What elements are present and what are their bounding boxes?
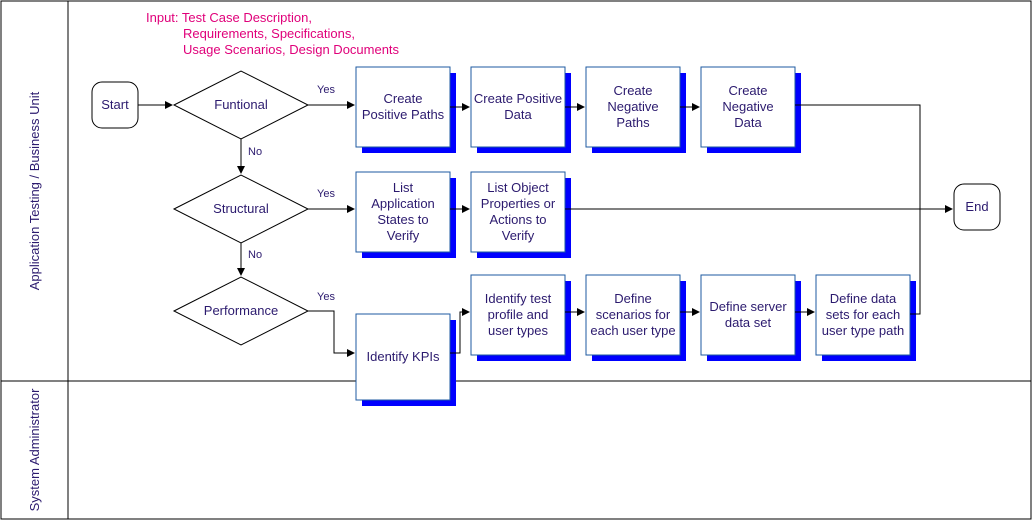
identify-kpis-label: Identify KPIs [366,349,440,364]
define-data-sets-box [815,274,911,356]
create-negative-data-box [700,66,796,148]
create-positive-data-box [470,66,566,148]
identify-test-profile-label: Identify test profile and user types [484,291,552,338]
identify-kpis-box [355,313,451,401]
end-terminal [953,183,1001,231]
create-negative-data-label: Create Negative Data [722,83,774,130]
identify-test-profile-box [470,274,566,356]
input-note-line-1: Input: Test Case Description, [146,10,312,25]
functional-label: Funtional [214,97,268,112]
define-data-sets-label: Define data sets for each user type path [821,291,905,338]
list-app-states-box [355,171,451,253]
no-label-structural: No [248,249,263,261]
no-label-functional: No [248,146,263,158]
list-app-states-label: List Application States to Verify [371,180,435,243]
structural-label: Structural [213,201,269,216]
connector-kpis-profile [450,308,470,354]
yes-label-functional: Yes [317,84,335,96]
input-note-line-2: Requirements, Specifications, [183,26,355,41]
connector-performance-yes [308,310,355,357]
lane-label-sysadmin: System Administrator [27,388,42,512]
performance-label: Performance [203,303,279,318]
create-negative-paths-box [585,66,681,148]
create-positive-paths-label: Create Positive Paths [361,91,445,122]
lane-label-app-testing: Application Testing / Business Unit [27,91,42,291]
input-note: Input: Test Case Description, Requiremen… [146,10,399,58]
list-object-props-label: List Object Properties or Actions to Ver… [480,180,556,243]
create-positive-data-label: Create Positive Data [473,91,563,122]
yes-label-structural: Yes [317,188,335,200]
create-positive-paths-box [355,66,451,148]
end-label: End [965,199,989,214]
create-negative-paths-label: Create Negative Paths [607,83,659,130]
yes-label-performance: Yes [317,291,335,303]
define-scenarios-label: Define scenarios for each user type [590,291,676,338]
connector-datasets-merge [910,209,921,315]
list-object-props-box [470,171,566,253]
define-scenarios-box [585,274,681,356]
define-server-data-label: Define server data set [709,299,787,330]
define-server-data-box [700,274,796,356]
input-note-line-3: Usage Scenarios, Design Documents [183,42,400,57]
connector-cnd-merge [795,104,921,209]
start-label: Start [101,97,129,112]
